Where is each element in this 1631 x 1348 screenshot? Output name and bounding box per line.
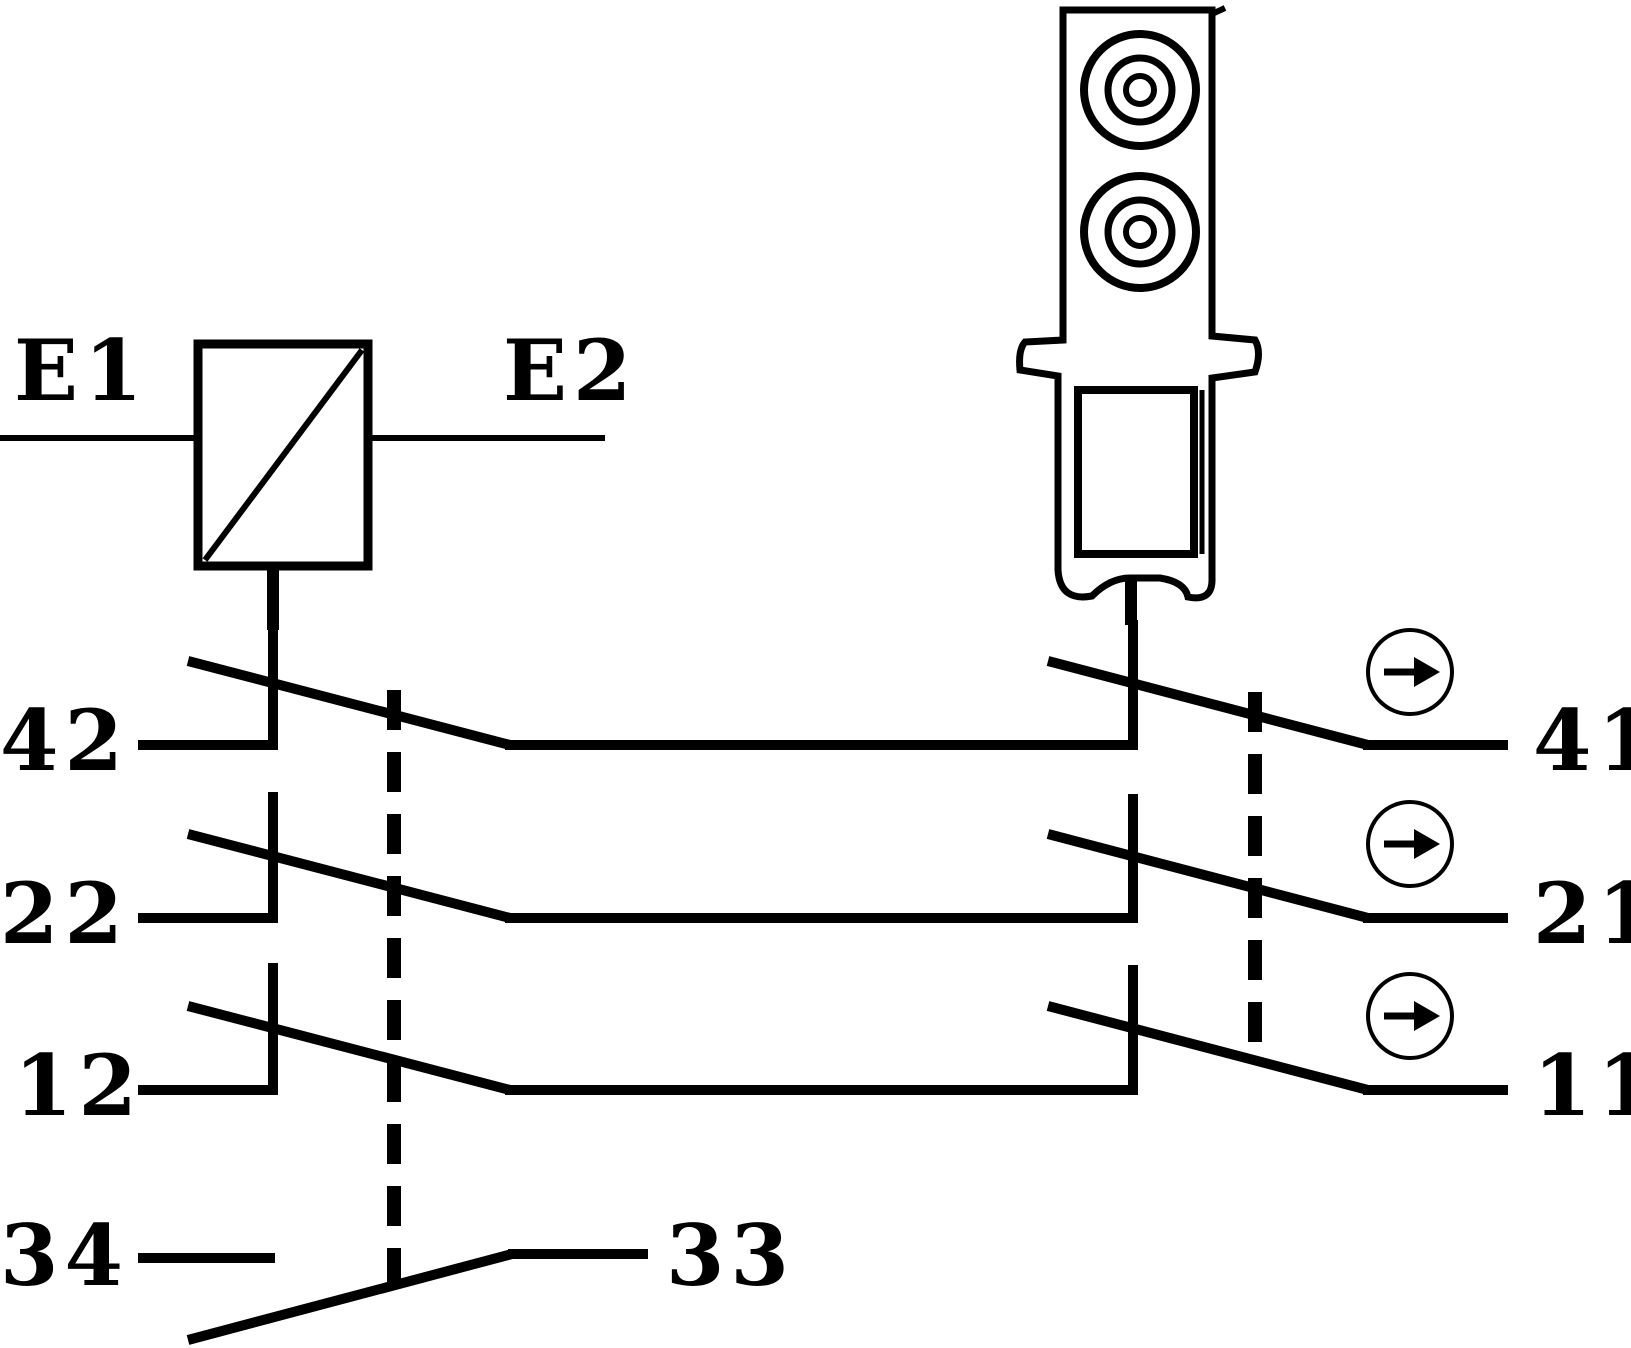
- solenoid-coil-icon: [193, 339, 373, 571]
- terminal-label-e2: E2: [503, 321, 637, 420]
- contact-21-blade: [1046, 829, 1370, 923]
- terminal-label-33: 33: [666, 1206, 795, 1305]
- contact-12-stem: [138, 963, 278, 1095]
- contact-row-12-11: 12 11: [14, 963, 1631, 1135]
- terminal-label-e1: E1: [14, 321, 148, 420]
- coil-group: E1 E2: [0, 321, 637, 630]
- contact-22-stem: [138, 792, 278, 923]
- arrow-circle-icon: [1366, 628, 1454, 716]
- contact-12-blade: [186, 1001, 512, 1095]
- arrow-circle-icon: [1366, 972, 1454, 1060]
- terminal-label-42: 42: [0, 691, 129, 790]
- contact-11-blade: [1046, 1001, 1370, 1095]
- contact-row-34-33: 34 33: [0, 1206, 795, 1345]
- contact-22-blade: [186, 829, 512, 923]
- arrow-circle-icon: [1366, 800, 1454, 888]
- contact-42-stem: [138, 620, 278, 750]
- contact-33-blade: [186, 1249, 514, 1345]
- terminal-label-21: 21: [1533, 864, 1631, 963]
- contact-row-22-21: 22 21: [0, 792, 1631, 963]
- contact-41-blade: [1046, 656, 1370, 750]
- door-actuator-icon: [1016, 5, 1262, 625]
- contact-row-42-41: 42 41: [0, 620, 1631, 790]
- terminal-label-22: 22: [0, 864, 129, 963]
- terminal-label-12: 12: [14, 1036, 143, 1135]
- terminal-label-34: 34: [0, 1206, 129, 1305]
- terminal-label-11: 11: [1533, 1036, 1631, 1135]
- terminal-label-41: 41: [1533, 691, 1631, 790]
- contact-42-blade: [186, 656, 512, 750]
